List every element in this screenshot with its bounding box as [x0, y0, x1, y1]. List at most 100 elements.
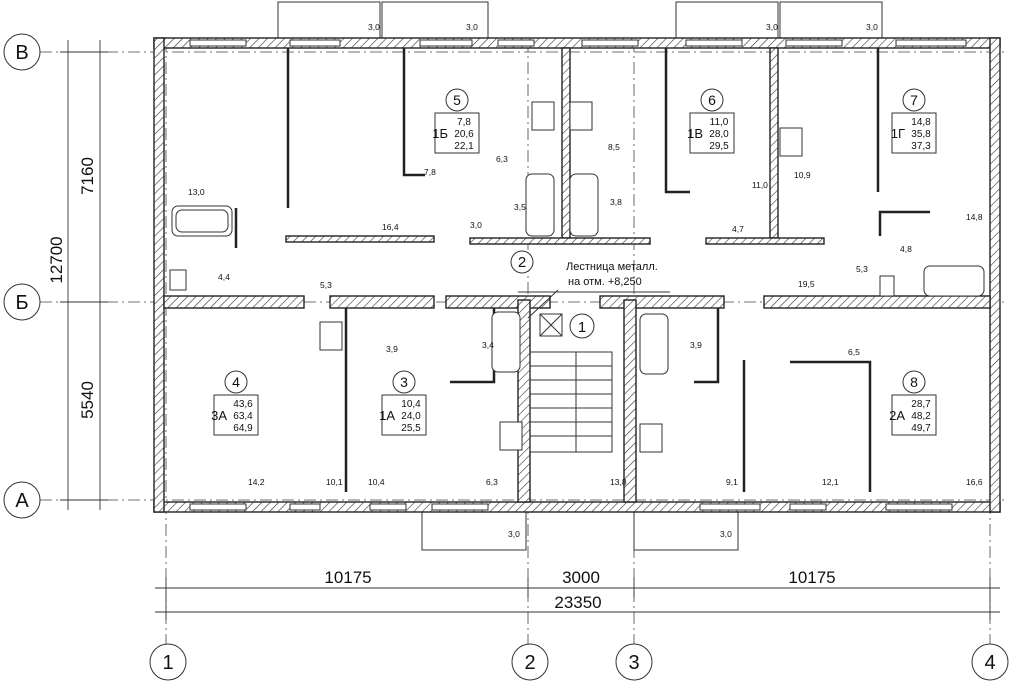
apartment-area-box [381, 394, 427, 436]
room-area: 13,8 [610, 477, 627, 487]
room-area: 7,8 [424, 167, 436, 177]
room-area: 4,8 [900, 244, 912, 254]
axis-marker-col-2 [511, 643, 549, 681]
interior-walls [163, 47, 991, 503]
windows [189, 39, 967, 511]
dim-vertical-7160: 7160 [78, 157, 97, 195]
apartment-number-circle [700, 88, 724, 112]
axis-marker-row-b [3, 283, 41, 321]
axis-marker-row-v [3, 33, 41, 71]
apartment-area-value: 48,2 [911, 411, 931, 422]
dim-horizontal-3000: 3000 [562, 568, 600, 587]
room-area: 14,2 [248, 477, 265, 487]
dimension-lines [60, 40, 1000, 620]
room-area: 10,4 [368, 477, 385, 487]
room-area: 16,6 [966, 477, 983, 487]
room-area: 6,5 [848, 347, 860, 357]
apartment-area-value: 35,8 [911, 129, 931, 140]
room-area: 3,0 [470, 220, 482, 230]
room-area: 13,0 [188, 187, 205, 197]
apartment-area-box [434, 112, 480, 154]
axis-marker-stair-2 [510, 250, 534, 274]
apartment-labels: 51Б7,820,622,161В11,028,029,571Г14,835,8… [211, 88, 937, 436]
room-area: 19,5 [798, 279, 815, 289]
axis-label-col-3: 3 [628, 652, 639, 674]
room-area: 8,5 [608, 142, 620, 152]
apartment-type: 3А [211, 408, 227, 423]
apartment-area-value: 14,8 [911, 117, 931, 128]
room-area: 6,3 [486, 477, 498, 487]
room-area: 5,3 [856, 264, 868, 274]
room-area: 4,7 [732, 224, 744, 234]
room-area: 6,3 [496, 154, 508, 164]
apartment-area-value: 10,4 [401, 399, 421, 410]
apartment-area-value: 64,9 [233, 423, 253, 434]
room-area: 10,9 [794, 170, 811, 180]
apartment-area-value: 25,5 [401, 423, 421, 434]
apartment-type: 1Б [432, 126, 448, 141]
room-area: 2 [518, 254, 526, 271]
dim-vertical-12700: 12700 [47, 236, 66, 283]
apartment-number-circle [902, 370, 926, 394]
axis-marker-col-1 [149, 643, 187, 681]
apartment-area-value: 7,8 [457, 117, 471, 128]
axis-marker-col-4 [971, 643, 1009, 681]
apartment-area-value: 24,0 [401, 411, 421, 422]
apartment-number: 7 [910, 92, 918, 108]
room-area: 3,0 [766, 22, 778, 32]
room-area: 14,8 [966, 212, 983, 222]
room-area: 3,9 [690, 340, 702, 350]
stair-note-line1: Лестница металл. [566, 261, 658, 273]
apartment-number-circle [224, 370, 248, 394]
apartment-area-box [891, 112, 937, 154]
axis-label-row-b: Б [15, 292, 28, 314]
room-area: 3,0 [368, 22, 380, 32]
room-area: 9,1 [726, 477, 738, 487]
apartment-area-box [891, 394, 937, 436]
apartment-area-box [213, 394, 259, 436]
apartment-number-circle [392, 370, 416, 394]
apartment-number: 8 [910, 374, 918, 390]
axis-label-col-1: 1 [162, 652, 173, 674]
axis-label-col-2: 2 [524, 652, 535, 674]
axis-marker-col-3 [615, 643, 653, 681]
apartment-number: 5 [453, 92, 461, 108]
axis-label-row-a: А [15, 490, 29, 512]
apartment-area-value: 28,7 [911, 399, 931, 410]
room-area: 3,9 [386, 344, 398, 354]
stair-note-line2: на отм. +8,250 [568, 276, 642, 288]
room-area: 16,4 [382, 222, 399, 232]
stair-number-marker [569, 313, 595, 339]
apartment-area-value: 49,7 [911, 423, 931, 434]
apartment-number-circle [445, 88, 469, 112]
room-area: 3,4 [482, 340, 494, 350]
apartment-area-value: 28,0 [709, 129, 729, 140]
room-area: 3,5 [514, 202, 526, 212]
apartment-type: 1В [687, 126, 703, 141]
apartment-number: 6 [708, 92, 716, 108]
bathtubs [171, 173, 985, 375]
room-area: 11,0 [752, 180, 768, 190]
apartment-label: 8 2А 28,748,249,7 [889, 370, 937, 436]
dim-total-23350: 23350 [554, 593, 601, 612]
axis-marker-row-a [3, 481, 41, 519]
axis-label-col-4: 4 [984, 652, 995, 674]
room-area: 5,3 [320, 280, 332, 290]
room-area: 10,1 [326, 477, 343, 487]
apartment-type: 2А [889, 408, 905, 423]
room-area: 3,0 [508, 529, 520, 539]
room-area: 4,4 [218, 272, 230, 282]
stoves [169, 101, 895, 453]
axis-label-row-v: В [15, 42, 28, 64]
axis-markers [3, 33, 1009, 681]
apartment-area-value: 11,0 [710, 117, 729, 128]
apartment-area-value: 63,4 [233, 411, 253, 422]
apartment-number: 4 [232, 374, 240, 390]
apartment-number: 3 [400, 374, 408, 390]
apartment-type: 1Г [891, 126, 905, 141]
